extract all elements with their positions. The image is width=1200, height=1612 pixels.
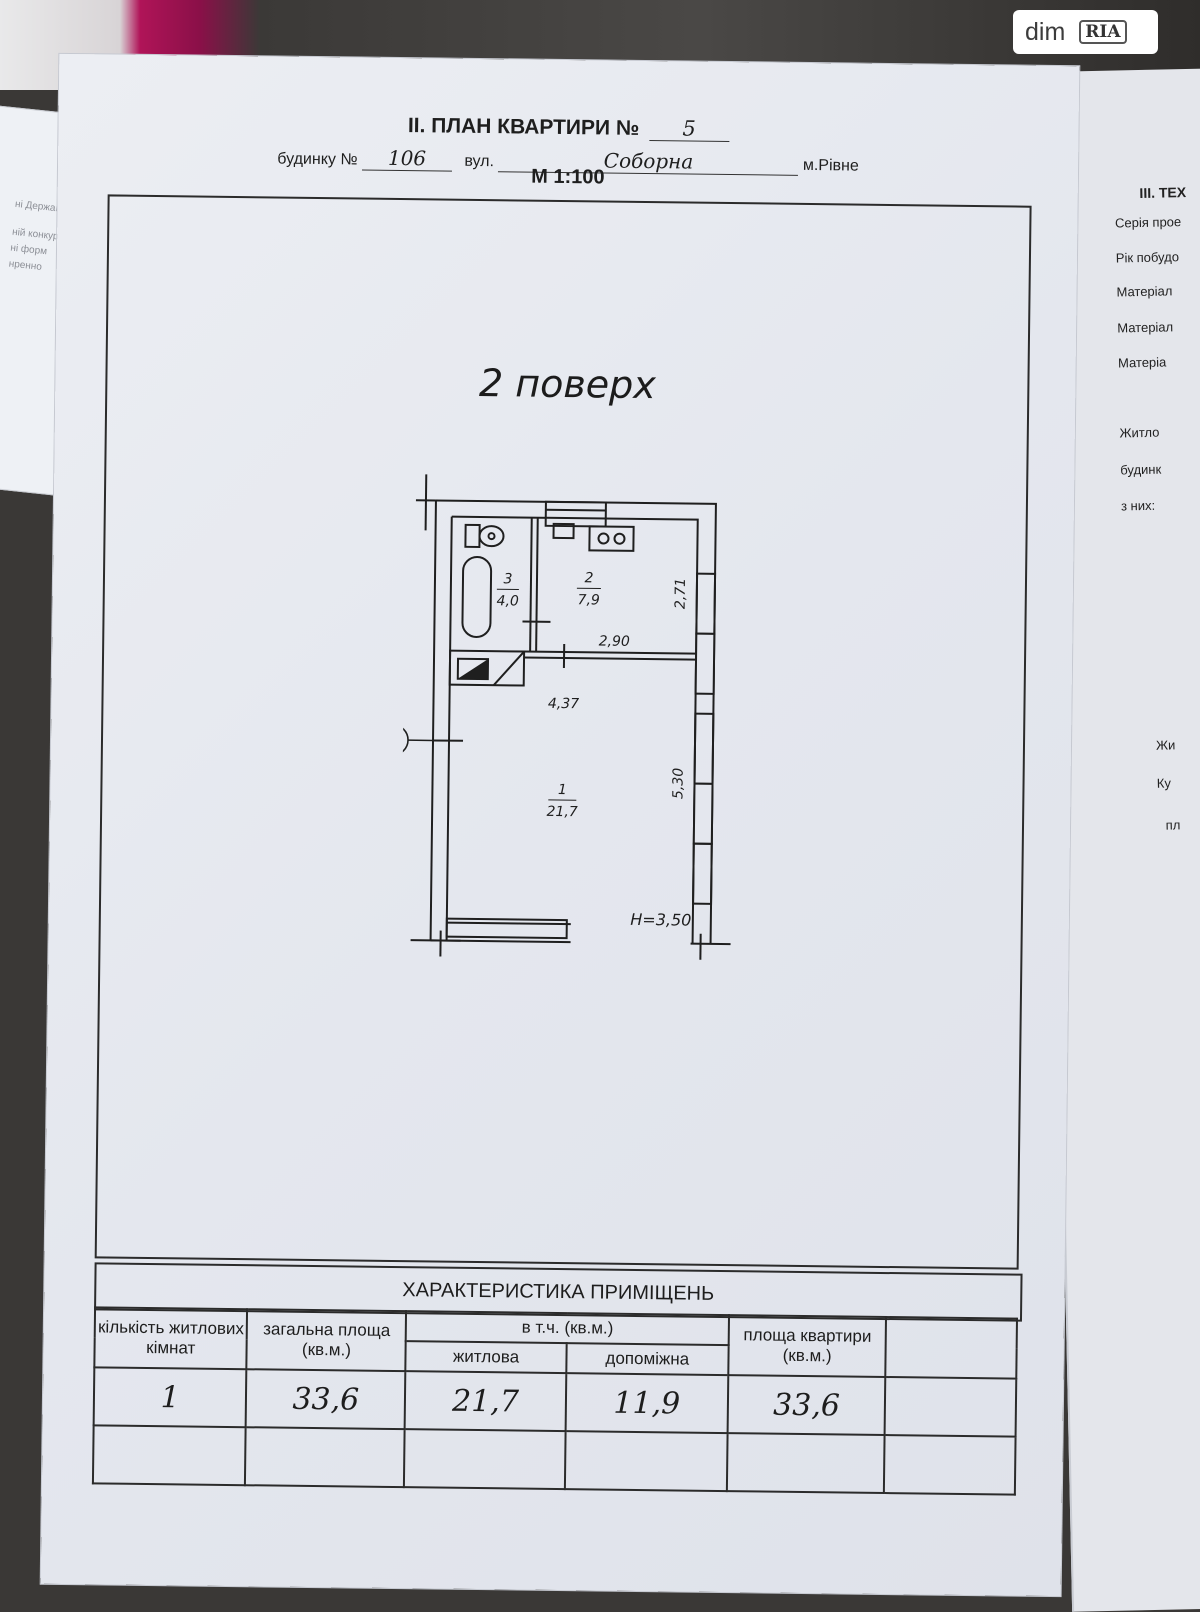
partition-wall (536, 518, 538, 652)
dim-logo-text: dim (1025, 18, 1065, 47)
header-incl: в т.ч. (кв.м.) (406, 1311, 729, 1345)
floor-plan: 5 3 4,0 2 7,9 1 21,7 2,90 4,37 H=3,50 2,… (400, 460, 746, 964)
window (696, 634, 715, 694)
header-living: житлова (406, 1341, 567, 1373)
room-2-number: 2 (584, 570, 593, 586)
header-apartment-area: площа квартири (кв.м.) (728, 1315, 886, 1377)
right-page-line: Матеріа (1118, 354, 1167, 370)
right-page-line: Жи (1156, 737, 1176, 752)
cell-empty (245, 1427, 405, 1487)
axis-marker-circle (400, 725, 408, 755)
header-total-area: загальна площа (кв.м.) (247, 1309, 407, 1371)
plan-frame: 2 поверх (95, 194, 1032, 1269)
cell-empty (884, 1435, 1015, 1495)
dim-room-width: 4,37 (548, 696, 579, 712)
cell-total-area: 33,6 (246, 1369, 406, 1429)
room-1-area: 21,7 (546, 804, 577, 820)
apartment-number: 5 (649, 116, 729, 142)
radiator-ledge (447, 919, 567, 938)
page-title: II. ПЛАН КВАРТИРИ № 5 (58, 109, 1078, 146)
left-wall (431, 500, 452, 940)
left-sheet-line: ні форм (10, 243, 48, 258)
window (693, 844, 712, 904)
right-page-line: Матеріал (1117, 319, 1173, 335)
room-3-number: 3 (503, 571, 512, 587)
cell-empty (565, 1431, 728, 1491)
header-rooms-count: кількість житлових кімнат (94, 1307, 247, 1369)
stove (589, 526, 633, 551)
right-page-line: III. ТЕХ (1139, 184, 1186, 201)
partition-wall (524, 652, 696, 654)
bathtub (462, 557, 491, 637)
document-page: II. ПЛАН КВАРТИРИ № 5 будинку № 106 вул.… (41, 54, 1080, 1596)
header-auxiliary: допоміжна (566, 1343, 729, 1375)
cell-empty (93, 1425, 246, 1485)
cell-empty (727, 1433, 885, 1493)
ria-logo-text: RIA (1079, 20, 1126, 44)
right-page-line: пл (1166, 817, 1181, 832)
stair-block (546, 502, 606, 527)
left-sheet-line: ній конкур (12, 227, 60, 243)
right-page-line: з них: (1121, 498, 1155, 514)
window (694, 784, 713, 844)
cell-auxiliary: 11,9 (565, 1373, 728, 1433)
dim-ceiling-height: H=3,50 (630, 910, 691, 930)
right-page-line: Рік побудо (1116, 249, 1179, 265)
cell-living: 21,7 (405, 1371, 566, 1431)
right-page-line: Житло (1119, 425, 1159, 441)
room-1-number: 1 (558, 782, 567, 798)
cell-apartment-area: 33,6 (728, 1375, 886, 1435)
right-page-line: Серія прое (1115, 214, 1181, 230)
dim-kitchen-width: 2,90 (599, 633, 630, 649)
left-sheet-line: нренно (8, 259, 42, 273)
right-page-line: Матеріал (1116, 283, 1172, 299)
right-page-line: будинк (1120, 462, 1161, 478)
outer-wall (431, 500, 716, 943)
cell-empty (885, 1377, 1016, 1437)
cell-empty (404, 1429, 565, 1489)
bottom-wall (431, 922, 571, 942)
title-prefix: II. ПЛАН КВАРТИРИ № (408, 114, 640, 140)
cell-rooms-count: 1 (94, 1367, 247, 1427)
window (695, 714, 714, 784)
toilet (465, 525, 479, 547)
room-2-area: 7,9 (578, 592, 601, 608)
dim-room-length: 5,30 (670, 768, 686, 799)
room-3-area: 4,0 (496, 593, 519, 609)
dim-kitchen-height: 2,71 (673, 578, 689, 609)
window (696, 574, 715, 634)
header-empty (886, 1317, 1017, 1379)
dim-ria-watermark: dim RIA (1013, 10, 1158, 54)
floor-label: 2 поверх (107, 356, 1027, 411)
right-page-line: Ку (1157, 775, 1171, 790)
inner-wall (447, 517, 698, 944)
